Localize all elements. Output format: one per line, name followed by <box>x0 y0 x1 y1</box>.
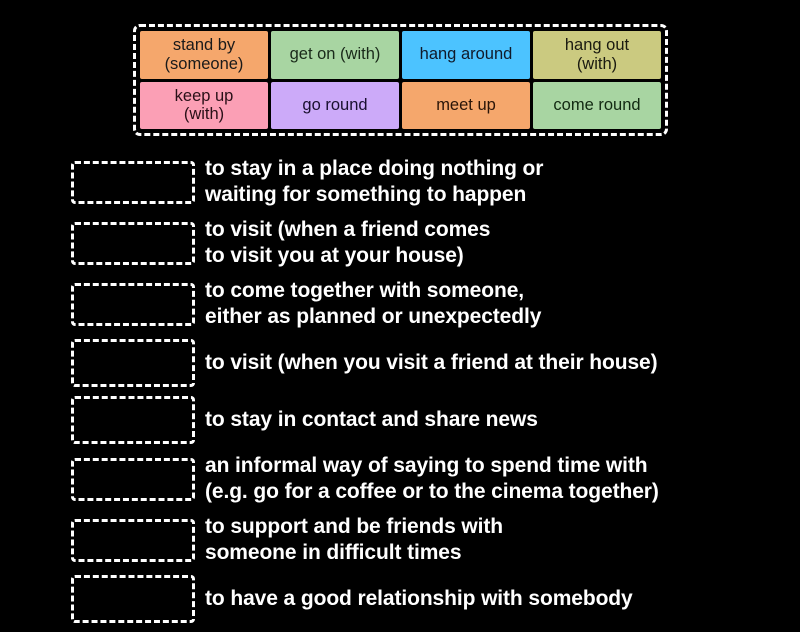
definition-row: to visit (when a friend comes to visit y… <box>71 217 771 269</box>
definition-row: an informal way of saying to spend time … <box>71 453 771 505</box>
answer-tile[interactable]: hang out (with) <box>533 31 661 79</box>
answer-tile[interactable]: meet up <box>402 81 530 129</box>
definition-text: to have a good relationship with somebod… <box>205 587 633 610</box>
answer-tile[interactable]: come round <box>533 81 661 129</box>
definition-text: to support and be friends with someone i… <box>205 515 503 564</box>
definition-row: to come together with someone, either as… <box>71 278 771 330</box>
definition-text: to come together with someone, either as… <box>205 279 542 328</box>
answer-tile-bank: stand by (someone)get on (with)hang arou… <box>133 24 668 136</box>
drop-zone[interactable] <box>71 282 195 326</box>
definition-row: to have a good relationship with somebod… <box>71 575 771 623</box>
answer-tile[interactable]: get on (with) <box>271 31 399 79</box>
definition-row: to support and be friends with someone i… <box>71 514 771 566</box>
definition-list: to stay in a place doing nothing or wait… <box>71 156 771 632</box>
definition-row: to stay in contact and share news <box>71 396 771 444</box>
definition-text: to visit (when you visit a friend at the… <box>205 351 658 374</box>
drop-zone[interactable] <box>71 575 195 623</box>
answer-tile-grid: stand by (someone)get on (with)hang arou… <box>140 31 661 129</box>
drop-zone[interactable] <box>71 221 195 265</box>
definition-text: an informal way of saying to spend time … <box>205 454 659 503</box>
drop-zone[interactable] <box>71 339 195 387</box>
drop-zone[interactable] <box>71 396 195 444</box>
answer-tile[interactable]: hang around <box>402 31 530 79</box>
definition-row: to stay in a place doing nothing or wait… <box>71 156 771 208</box>
definition-text: to visit (when a friend comes to visit y… <box>205 218 491 267</box>
answer-tile[interactable]: stand by (someone) <box>140 31 268 79</box>
definition-row: to visit (when you visit a friend at the… <box>71 339 771 387</box>
drop-zone[interactable] <box>71 518 195 562</box>
definition-text: to stay in contact and share news <box>205 408 538 431</box>
drop-zone[interactable] <box>71 160 195 204</box>
definition-text: to stay in a place doing nothing or wait… <box>205 157 544 206</box>
drop-zone[interactable] <box>71 457 195 501</box>
answer-tile[interactable]: go round <box>271 81 399 129</box>
answer-tile[interactable]: keep up (with) <box>140 81 268 129</box>
